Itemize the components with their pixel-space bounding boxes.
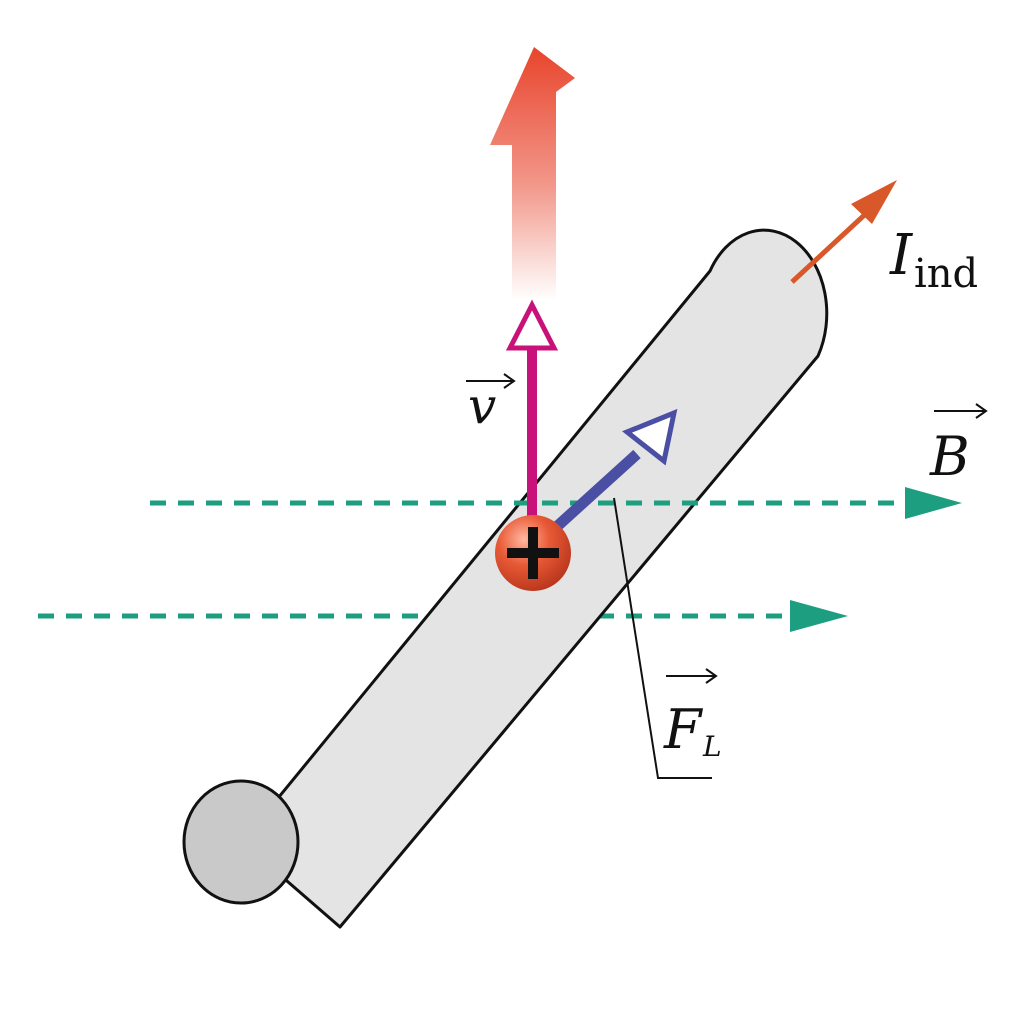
velocity-arrow: [505, 299, 559, 520]
positive-charge: [495, 515, 571, 591]
motion-arrow: [490, 47, 575, 300]
field-line-upper-arrowhead: [905, 487, 962, 519]
rod-end-cap: [182, 779, 300, 905]
magnetic-field-label-text: B: [929, 425, 970, 488]
induced-current-label-text: I: [889, 223, 914, 288]
induced-current-label: I ind: [889, 223, 978, 297]
velocity-arrowhead: [505, 299, 559, 351]
velocity-vector-arrow-icon: [466, 373, 516, 389]
lorentz-force-arrow: [548, 408, 678, 536]
lorentz-force-label-subscript: L: [702, 730, 722, 763]
magnetic-field-label: B: [929, 403, 988, 488]
lorentz-force-label: F L: [663, 668, 722, 763]
field-line-lower: [38, 600, 848, 632]
force-label-leader: [613, 497, 712, 779]
induced-current-arrowhead: [851, 180, 897, 224]
plus-sign-icon: [507, 527, 559, 579]
velocity-label: v: [466, 373, 516, 435]
induced-current-arrow: [790, 180, 897, 284]
lorentz-force-label-text: F: [663, 698, 704, 761]
induced-current-label-subscript: ind: [914, 251, 978, 297]
magnetic-field-vector-arrow-icon: [934, 403, 988, 419]
velocity-label-text: v: [468, 377, 496, 435]
lorentz-force-arrowhead: [622, 408, 678, 466]
field-line-lower-arrowhead: [790, 600, 848, 632]
lorentz-force-vector-arrow-icon: [666, 668, 718, 684]
